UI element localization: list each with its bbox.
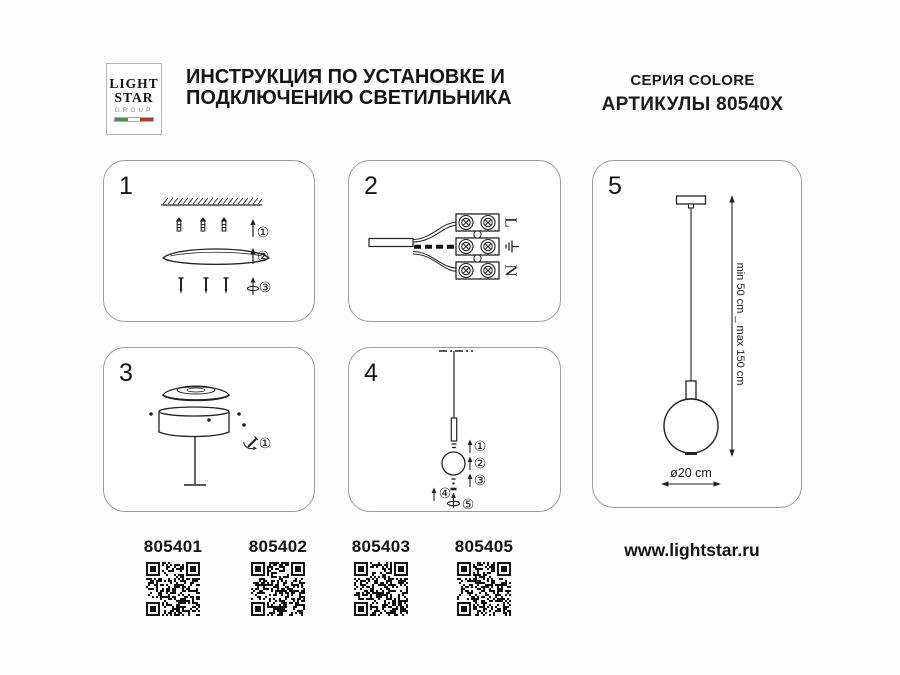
earth-icon [505,240,519,253]
panel-2-number: 2 [364,172,378,200]
step-3-badge: ③ [474,473,487,489]
screw-dot [242,423,246,427]
dimensions-panel: 5 min 50 cm _ max 150 cm ø20 cm [592,160,802,508]
flag-red [140,117,154,121]
step-panel-3: 3 ① [103,347,315,512]
step-3-badge: ③ [259,280,272,296]
wire-tube [685,380,697,400]
neutral-label: N [502,264,521,276]
wall-plug-icon [220,217,228,232]
articles-heading: АРТИКУЛЫ 80540X [601,94,784,115]
article-cell: 805405 [434,537,534,621]
step-arrows [467,439,473,487]
step-2-badge: ② [474,456,487,472]
page-title: ИНСТРУКЦИЯ ПО УСТАНОВКЕ И ПОДКЛЮЧЕНИЮ СВ… [186,67,512,109]
ceiling-hatch [162,197,263,205]
step-panel-1: 1 ① ② [103,160,315,322]
suspension-rod [184,437,206,486]
glass-sphere [441,451,466,476]
wire-tube [450,417,458,449]
screw-dot [237,412,241,416]
step-4-arrow-icon [431,487,437,501]
panel-4-diagram: ① ② ③ ④ ⑤ [431,350,487,513]
lightstar-logo: LIGHT STAR GROUP [106,63,162,135]
qr-code [457,562,511,616]
logo-word-group: GROUP [114,106,154,114]
article-cell: 805401 [123,537,223,621]
panel-5-number: 5 [608,172,622,200]
block-hole [473,254,482,263]
website-link: www.lightstar.ru [624,540,760,560]
panel-1-number: 1 [119,172,133,200]
step-1-badge: ① [259,436,272,452]
step-1-arrow-icon [250,219,256,237]
article-code: 805402 [248,537,308,556]
step-2-arrow-icon [250,248,256,264]
article-code: 805405 [454,537,514,556]
step-2-badge: ② [257,249,270,265]
wall-plug-icons [175,217,228,232]
step-panel-4: 4 ① ② ③ [348,347,561,513]
panel-1-diagram: ① ② ③ [161,197,272,296]
screw-icon [178,277,184,294]
flag-white [127,117,141,121]
series-header: СЕРИЯ COLORE АРТИКУЛЫ 80540X [590,72,795,116]
line-label: L [502,217,521,227]
logo-word-light: LIGHT [109,75,159,91]
step-1-badge: ① [474,439,487,455]
wire-neutral [412,251,457,272]
power-cable [368,221,457,272]
ceiling-cup [158,406,230,438]
wall-plug-icon [175,217,183,232]
ceiling-plate [675,195,707,209]
step-4-badge: ④ [439,486,452,502]
flag-green [115,117,128,121]
terminal-screws [458,214,496,279]
step-5-badge: ⑤ [462,497,475,513]
screw-dot [207,418,211,422]
panel-5-diagram: min 50 cm _ max 150 cm ø20 cm [661,195,746,487]
height-dimension-arrow [729,195,735,457]
step-panel-2: 2 [348,160,561,322]
italian-flag-icon [114,116,154,122]
wire-line [412,221,457,243]
page-title-line1: ИНСТРУКЦИЯ ПО УСТАНОВКЕ И [186,66,505,88]
qr-code [146,562,200,616]
canopy-dome [162,385,230,402]
screwdriver-turn-icon [446,492,461,508]
page-title-line2: ПОДКЛЮЧЕНИЮ СВЕТИЛЬНИКА [186,87,512,109]
step-1-badge: ① [257,225,270,241]
panel-2-diagram: L N [368,213,521,280]
screwdriver-turn-icon [246,277,260,295]
article-code: 805403 [351,537,411,556]
qr-code [251,562,305,616]
wall-plug-icon [199,217,207,232]
screw-dot [149,412,153,416]
height-dimension-label: min 50 cm _ max 150 cm [734,263,746,386]
article-code: 805401 [143,537,203,556]
screwdriver-icon [242,436,259,451]
qr-code [354,562,408,616]
screw-icon [203,277,209,294]
series-name: СЕРИЯ COLORE [630,72,755,89]
mounting-screw-dots [149,412,246,427]
article-cell: 805402 [228,537,328,621]
panel-3-diagram: ① [149,385,272,486]
logo-word-star: STAR [114,89,154,105]
panel-3-number: 3 [119,359,133,387]
panel-4-number: 4 [364,359,378,387]
screw-icons [178,277,229,294]
article-cell: 805403 [331,537,431,621]
terminal-block [455,213,500,280]
bottom-cap-parts [450,478,457,491]
screw-icon [223,277,229,294]
diameter-label: ø20 cm [670,466,712,480]
block-hole [473,230,482,239]
glass-sphere [663,398,719,454]
canopy-side-view [161,248,271,265]
diameter-arrow [661,481,721,487]
